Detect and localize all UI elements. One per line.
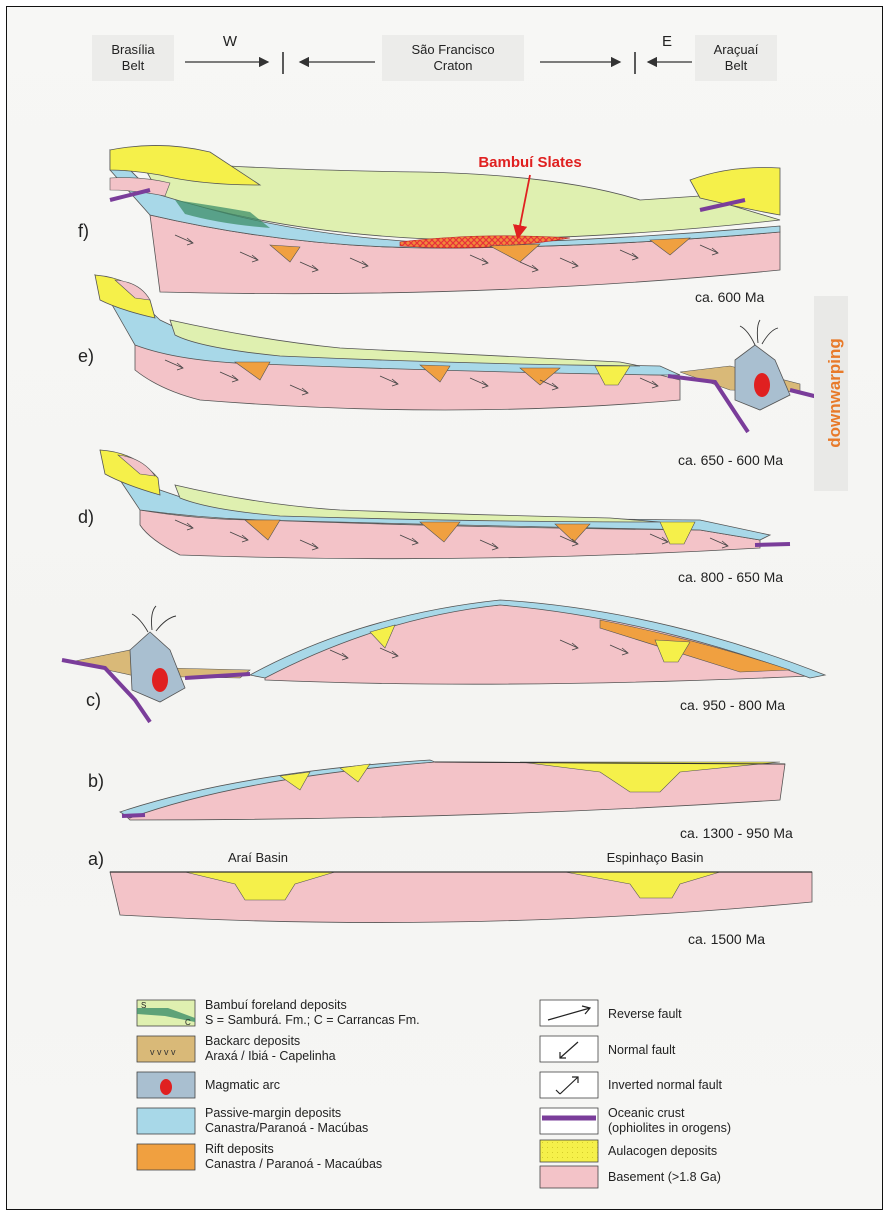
legend-swatch-letter-s: S [141,1001,146,1010]
legend-item-foreland: S C Bambuí foreland deposits S = Samburá… [137,998,420,1027]
legend-label-rift-1: Rift deposits [205,1142,274,1156]
legend-label-magmatic-arc: Magmatic arc [205,1078,280,1092]
legend-swatch-basement [540,1166,598,1188]
legend-label-normal-fault: Normal fault [608,1043,676,1057]
stage-label-c: c) [86,690,101,710]
legend-label-basement: Basement (>1.8 Ga) [608,1170,721,1184]
magmatic-arc-c [130,632,185,702]
section-d: d) ca. 800 - 650 Ma [78,450,790,585]
legend-swatch-letter-c: C [185,1018,191,1027]
volcano-plume-e [740,320,778,345]
legend-label-oceanic-crust-1: Oceanic crust [608,1106,685,1120]
legend-swatch-aulacogen [540,1140,598,1162]
legend-item-magmatic-arc: Magmatic arc [137,1072,280,1098]
legend-label-backarc-1: Backarc deposits [205,1034,300,1048]
legend: S C Bambuí foreland deposits S = Samburá… [137,998,731,1188]
stage-age-e: ca. 650 - 600 Ma [678,452,783,468]
stage-age-b: ca. 1300 - 950 Ma [680,825,793,841]
stage-label-e: e) [78,346,94,366]
legend-swatch-passive-margin [137,1108,195,1134]
left-belt-line2: Belt [122,58,145,73]
legend-label-backarc-2: Araxá / Ibiá - Capelinha [205,1049,336,1063]
basin-left-label: Araí Basin [228,850,288,865]
stage-label-d: d) [78,507,94,527]
legend-item-oceanic-crust: Oceanic crust (ophiolites in orogens) [540,1106,731,1135]
downwarping-label: downwarping [825,338,844,448]
legend-label-rift-2: Canastra / Paranoá - Macaúbas [205,1157,382,1171]
stage-age-d: ca. 800 - 650 Ma [678,569,783,585]
legend-swatch-rift [137,1144,195,1170]
right-belt-line2: Belt [725,58,748,73]
volcano-plume-c [132,606,176,632]
stage-label-b: b) [88,771,104,791]
legend-label-foreland-1: Bambuí foreland deposits [205,998,347,1012]
section-f: Bambuí Slates f) ca. 600 Ma [78,145,780,305]
legend-label-foreland-2: S = Samburá. Fm.; C = Carrancas Fm. [205,1013,420,1027]
east-label: E [662,33,672,50]
arc-pluton-c [152,668,168,692]
stage-age-c: ca. 950 - 800 Ma [680,697,785,713]
legend-item-inverted-normal-fault: Inverted normal fault [540,1072,722,1098]
legend-label-passive-margin-2: Canastra/Paranoá - Macúbas [205,1121,368,1135]
legend-label-reverse-fault: Reverse fault [608,1007,682,1021]
arc-pluton-e [754,373,770,397]
right-belt-line1: Araçuaí [714,42,759,57]
stage-age-f: ca. 600 Ma [695,289,764,305]
craton-line1: São Francisco [411,42,494,57]
legend-item-normal-fault: Normal fault [540,1036,676,1062]
section-a: Araí Basin Espinhaço Basin a) ca. 1500 M… [88,849,812,947]
stage-label-f: f) [78,221,89,241]
legend-swatch-oceanic-crust [540,1108,598,1134]
craton-line2: Craton [433,58,472,73]
section-c: c) ca. 950 - 800 Ma [62,600,825,722]
legend-label-inverted-fault: Inverted normal fault [608,1078,722,1092]
legend-swatch-normal-fault [540,1036,598,1062]
oceanic-crust-d [755,544,790,545]
basin-right-label: Espinhaço Basin [607,850,704,865]
downwarping-tag: downwarping [814,296,848,491]
west-label: W [223,33,238,50]
bambui-slates-label: Bambuí Slates [478,154,581,171]
legend-label-oceanic-crust-2: (ophiolites in orogens) [608,1121,731,1135]
legend-swatch-reverse-fault [540,1000,598,1026]
legend-item-aulacogen: Aulacogen deposits [540,1140,717,1162]
legend-item-rift: Rift deposits Canastra / Paranoá - Macaú… [137,1142,382,1171]
legend-item-passive-margin: Passive-margin deposits Canastra/Paranoá… [137,1106,368,1135]
legend-item-basement: Basement (>1.8 Ga) [540,1166,721,1188]
legend-swatch-backarc-marks: v v v v [150,1047,176,1057]
legend-label-aulacogen: Aulacogen deposits [608,1144,717,1158]
left-belt-line1: Brasília [111,42,155,57]
legend-item-reverse-fault: Reverse fault [540,1000,682,1026]
oceanic-crust-b [122,815,145,816]
legend-swatch-pluton [160,1079,172,1095]
legend-label-passive-margin-1: Passive-margin deposits [205,1106,341,1120]
section-b: b) ca. 1300 - 950 Ma [88,760,793,841]
header: Brasília Belt W São Francisco Craton E A… [92,33,777,81]
stage-age-a: ca. 1500 Ma [688,931,765,947]
basement-a [110,872,812,923]
stage-label-a: a) [88,849,104,869]
legend-item-backarc: v v v v Backarc deposits Araxá / Ibiá - … [137,1034,336,1063]
